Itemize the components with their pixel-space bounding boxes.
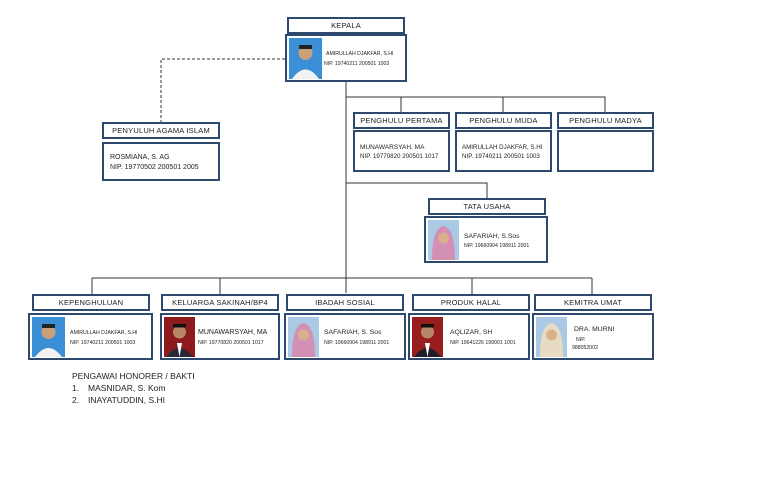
tata-usaha-name: SAFARIAH, S.Sos (464, 233, 520, 240)
kepala-nip: NIP. 19740211 200501 1003 (324, 61, 390, 67)
unit-kemitra-umat-nip-number: 988052002 (572, 345, 598, 351)
honorer-item: 2. INAYATUDDIN, S.HI (72, 394, 195, 406)
penghulu-pertama-name: MUNAWARSYAH, MA (360, 144, 425, 151)
penghulu-pertama-nip: NIP. 19770820 200501 1017 (360, 153, 439, 160)
penghulu-muda-name: AMIRULLAH DJAKFAR, S.HI (462, 144, 543, 151)
unit-produk-halal-title-box: PRODUK HALAL (412, 294, 530, 311)
penghulu-muda-info-box: AMIRULLAH DJAKFAR, S.HI NIP. 19740211 20… (455, 130, 552, 172)
unit-kepenghuluan-photo (32, 317, 65, 357)
unit-ibadah-sosial-title-box: IBADAH SOSIAL (286, 294, 404, 311)
unit-produk-halal-title: PRODUK HALAL (440, 298, 502, 307)
tata-usaha-info-box: SAFARIAH, S.Sos NIP. 19660904 198911 200… (424, 216, 548, 263)
unit-produk-halal-nip: NIP. 19641226 199001 1001 (450, 340, 516, 346)
unit-kemitra-umat-name: DRA. MURNI (574, 326, 615, 333)
unit-ibadah-sosial-info-box: SAFARIAH, S. Sos NIP. 19660904 198911 20… (284, 313, 406, 360)
unit-ibadah-sosial-nip: NIP. 19660904 198911 2001 (324, 340, 390, 346)
unit-keluarga-sakinah-nip: NIP. 19770820 200501 1017 (198, 340, 264, 346)
penyuluh-title-box: PENYULUH AGAMA ISLAM (102, 122, 220, 139)
unit-ibadah-sosial-title: IBADAH SOSIAL (315, 298, 375, 307)
unit-produk-halal-info-box: AQLIZAR, SH NIP. 19641226 199001 1001 (408, 313, 530, 360)
unit-produk-halal-photo (412, 317, 443, 357)
honorer-item-number: 2. (72, 395, 80, 405)
penghulu-madya-title: PENGHULU MADYA (569, 116, 642, 125)
penghulu-madya-title-box: PENGHULU MADYA (557, 112, 654, 129)
honorer-list: PENGAWAI HONORER / BAKTI 1. MASNIDAR, S. … (72, 370, 195, 406)
unit-keluarga-sakinah-name: MUNAWARSYAH, MA (198, 329, 268, 336)
honorer-item-name: MASNIDAR, S. Kom (88, 383, 166, 393)
tata-usaha-nip: NIP. 19660904 198911 2001 (464, 243, 530, 249)
unit-keluarga-sakinah-photo (164, 317, 195, 357)
honorer-item: 1. MASNIDAR, S. Kom (72, 382, 195, 394)
penyuluh-name: ROSMIANA, S. AG (110, 154, 170, 161)
unit-kemitra-umat-info-box: DRA. MURNI NIP. 988052002 (532, 313, 654, 360)
kepala-photo (289, 38, 322, 79)
unit-kemitra-umat-photo (536, 317, 567, 357)
unit-kepenghuluan-name: AMIRULLAH DJAKFAR, S.HI (70, 330, 138, 336)
penghulu-muda-title-box: PENGHULU MUDA (455, 112, 552, 129)
unit-kepenghuluan-title: KEPENGHULUAN (58, 298, 124, 307)
penghulu-pertama-title: PENGHULU PERTAMA (360, 116, 443, 125)
unit-produk-halal-name: AQLIZAR, SH (450, 329, 493, 336)
penghulu-muda-title: PENGHULU MUDA (469, 116, 538, 125)
penghulu-pertama-info-box: MUNAWARSYAH, MA NIP. 19770820 200501 101… (353, 130, 450, 172)
penghulu-pertama-title-box: PENGHULU PERTAMA (353, 112, 450, 129)
kepala-title-box: KEPALA (287, 17, 405, 34)
unit-kepenghuluan-info-box: AMIRULLAH DJAKFAR, S.HI NIP. 19740211 20… (28, 313, 153, 360)
unit-keluarga-sakinah-title-box: KELUARGA SAKINAH/BP4 (161, 294, 279, 311)
penyuluh-info-box: ROSMIANA, S. AG NIP. 19770502 200501 200… (102, 142, 220, 181)
penyuluh-nip: NIP. 19770502 200501 2005 (110, 164, 199, 171)
tata-usaha-title-box: TATA USAHA (428, 198, 546, 215)
unit-keluarga-sakinah-info-box: MUNAWARSYAH, MA NIP. 19770820 200501 101… (160, 313, 280, 360)
kepala-info-box: AMIRULLAH DJAKFAR, S.HI NIP. 19740211 20… (285, 34, 407, 82)
honorer-item-number: 1. (72, 383, 80, 393)
penghulu-muda-nip: NIP. 19740211 200501 1003 (462, 153, 540, 160)
unit-keluarga-sakinah-title: KELUARGA SAKINAH/BP4 (172, 298, 268, 307)
honorer-heading: PENGAWAI HONORER / BAKTI (72, 371, 195, 381)
unit-kemitra-umat-title: KEMITRA UMAT (563, 298, 623, 307)
penghulu-madya-info-box (557, 130, 654, 172)
tata-usaha-title: TATA USAHA (463, 202, 511, 211)
honorer-item-name: INAYATUDDIN, S.HI (88, 395, 165, 405)
tata-usaha-photo (428, 220, 459, 260)
unit-ibadah-sosial-photo (288, 317, 319, 357)
penyuluh-title: PENYULUH AGAMA ISLAM (112, 126, 210, 135)
unit-kepenghuluan-title-box: KEPENGHULUAN (32, 294, 150, 311)
unit-kemitra-umat-nip: NIP. (576, 337, 586, 343)
unit-kemitra-umat-title-box: KEMITRA UMAT (534, 294, 652, 311)
unit-kepenghuluan-nip: NIP. 19740211 200501 1003 (70, 340, 136, 346)
unit-ibadah-sosial-name: SAFARIAH, S. Sos (324, 329, 382, 336)
kepala-name: AMIRULLAH DJAKFAR, S.HI (326, 51, 394, 57)
kepala-title: KEPALA (331, 21, 361, 30)
